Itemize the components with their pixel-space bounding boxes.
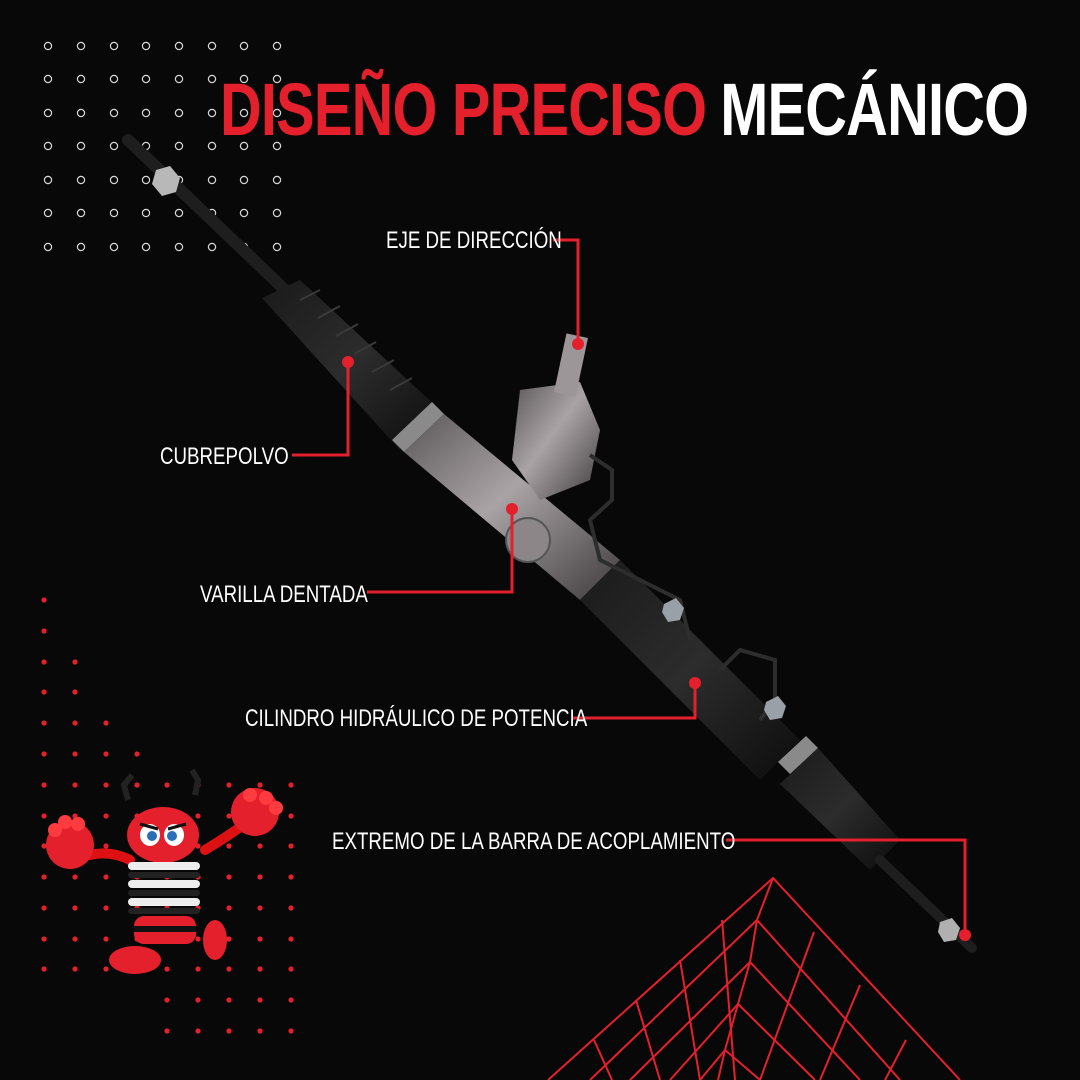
callout-dot-eje xyxy=(572,338,584,350)
callout-label-cilindro-hidraulico: CILINDRO HIDRÁULICO DE POTENCIA xyxy=(245,705,588,732)
callout-label-extremo-barra: EXTREMO DE LA BARRA DE ACOPLAMIENTO xyxy=(332,828,736,855)
callout-dot-extremo xyxy=(959,929,971,941)
callout-dot-cilindro xyxy=(689,677,701,689)
callout-dot-cubrepolvo xyxy=(342,356,354,368)
title-red-part: DISEÑO PRECISO xyxy=(220,68,707,151)
callout-label-cubrepolvo: CUBREPOLVO xyxy=(160,443,289,470)
page-title: DISEÑO PRECISO MECÁNICO xyxy=(220,60,1029,160)
callout-dot-varilla xyxy=(506,503,518,515)
callout-label-varilla-dentada: VARILLA DENTADA xyxy=(200,581,368,608)
title-white-part: MECÁNICO xyxy=(720,68,1029,151)
callout-label-eje-de-direccion: EJE DE DIRECCIÓN xyxy=(386,227,562,254)
